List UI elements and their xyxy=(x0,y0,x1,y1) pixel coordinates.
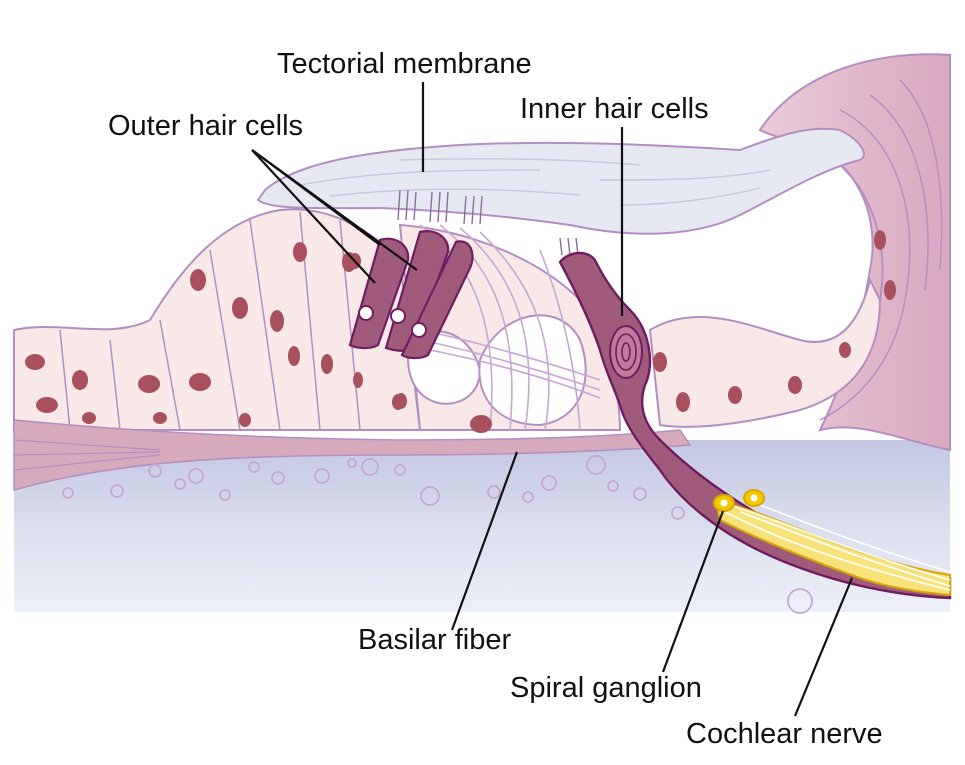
label-tectorial-membrane: Tectorial membrane xyxy=(277,48,532,80)
leader-basilar-fiber xyxy=(450,451,519,631)
label-inner-hair-cells: Inner hair cells xyxy=(520,93,709,125)
leader-outer-hair-cells-3 xyxy=(251,149,381,246)
label-cochlear-nerve: Cochlear nerve xyxy=(686,718,883,750)
outer-hair-cells xyxy=(348,230,474,360)
tectorial-membrane xyxy=(256,127,865,256)
leader-outer-hair-cells-1 xyxy=(251,149,376,284)
leader-cochlear-nerve xyxy=(793,577,854,717)
leader-lines xyxy=(251,82,854,717)
label-basilar-fiber: Basilar fiber xyxy=(358,624,511,656)
leader-spiral-ganglion xyxy=(661,510,725,673)
spiral-ganglion-nerve-fibers xyxy=(713,489,951,597)
hensen-cells-right xyxy=(648,230,896,428)
fluid-bubbles xyxy=(62,455,813,614)
label-spiral-ganglion: Spiral ganglion xyxy=(510,672,702,704)
label-outer-hair-cells: Outer hair cells xyxy=(108,110,303,142)
basilar-membrane xyxy=(13,419,692,491)
